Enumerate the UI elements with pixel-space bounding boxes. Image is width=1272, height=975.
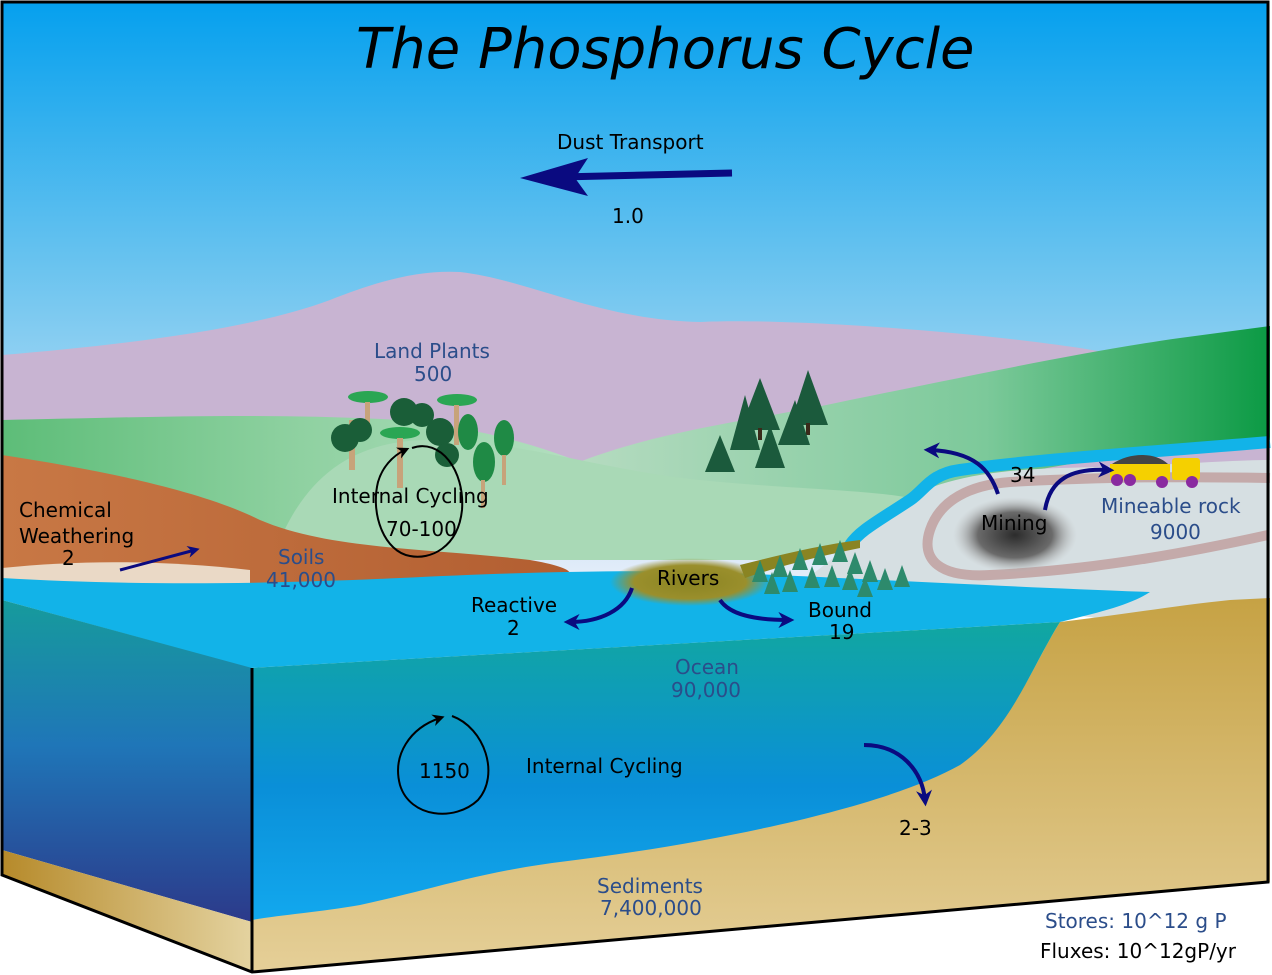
mineable-rock-label: Mineable rock	[1101, 495, 1241, 518]
mining-value: 34	[1010, 464, 1035, 487]
bound-value: 19	[829, 621, 854, 644]
legend-stores: Stores: 10^12 g P	[1045, 910, 1227, 933]
soils-value: 41,000	[266, 569, 336, 592]
sediments-value: 7,400,000	[600, 897, 702, 920]
reactive-label: Reactive	[471, 594, 557, 617]
weathering-label-line1: Chemical	[19, 499, 112, 522]
bound-label: Bound	[808, 599, 872, 622]
ocean-label: Ocean	[675, 656, 739, 679]
dust-transport-value: 1.0	[612, 205, 644, 228]
soils-label: Soils	[278, 546, 324, 569]
land-internal-cycling-value: 70-100	[386, 518, 457, 541]
ocean-value: 90,000	[671, 679, 741, 702]
land-internal-cycling-label: Internal Cycling	[332, 485, 489, 508]
weathering-label-line2: Weathering	[19, 525, 134, 548]
diagram-title: The Phosphorus Cycle	[356, 20, 975, 80]
mineable-rock-value: 9000	[1150, 521, 1201, 544]
dust-arrow	[560, 173, 732, 177]
land-plants-value: 500	[414, 363, 452, 386]
ocean-internal-cycling-value: 1150	[419, 760, 470, 783]
legend-fluxes: Fluxes: 10^12gP/yr	[1040, 940, 1236, 963]
land-plants-label: Land Plants	[374, 340, 490, 363]
sediments-label: Sediments	[597, 875, 703, 898]
weathering-value: 2	[62, 547, 75, 570]
mine-pit	[953, 497, 1077, 573]
ocean-internal-cycling-label: Internal Cycling	[526, 755, 683, 778]
dust-transport-label: Dust Transport	[557, 131, 704, 154]
mining-label: Mining	[981, 512, 1047, 535]
reactive-value: 2	[507, 617, 520, 640]
burial-value: 2-3	[899, 817, 932, 840]
rivers-label: Rivers	[657, 567, 719, 590]
